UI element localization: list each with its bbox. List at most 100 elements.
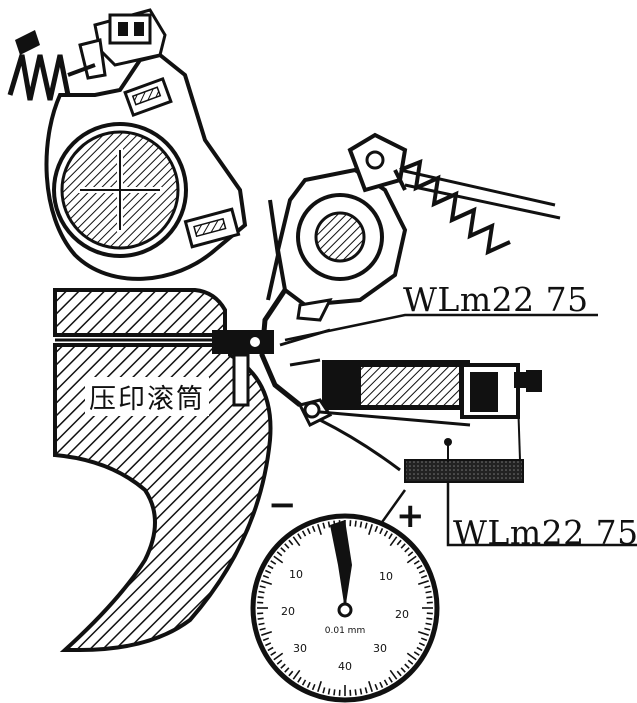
dial-tick bbox=[418, 642, 425, 647]
impression-cylinder bbox=[53, 288, 274, 652]
dial-tick bbox=[404, 547, 410, 553]
dial-tick bbox=[327, 521, 331, 528]
dial-tick bbox=[379, 528, 384, 535]
dial-tick bbox=[364, 522, 368, 529]
dial-tick bbox=[258, 590, 265, 594]
dial-tick bbox=[404, 663, 410, 669]
leader-lines bbox=[284, 313, 637, 547]
dial-tick bbox=[267, 564, 274, 570]
dial-tick bbox=[292, 669, 301, 680]
dial-tick bbox=[354, 689, 357, 696]
dial-tick bbox=[379, 681, 384, 688]
dial-tick bbox=[425, 622, 432, 626]
dial-tick bbox=[306, 681, 311, 688]
dial-tick bbox=[265, 569, 272, 574]
dial-tick bbox=[354, 520, 357, 527]
dial-tick bbox=[359, 521, 363, 528]
impression-cylinder-label: 压印滚筒 bbox=[85, 377, 209, 416]
dial-tick bbox=[406, 652, 417, 661]
upper-part-code-label: WLm22 75 bbox=[403, 280, 589, 319]
dial-tick bbox=[388, 676, 393, 683]
dial-tick bbox=[368, 680, 373, 692]
dial-tick bbox=[317, 680, 322, 692]
dial-tick bbox=[267, 646, 274, 652]
dial-tick bbox=[420, 637, 428, 642]
dial-tick bbox=[426, 596, 433, 599]
dial-tick bbox=[396, 670, 402, 677]
dial-tick bbox=[413, 560, 420, 565]
dial-tick bbox=[258, 622, 265, 626]
dial-tick bbox=[407, 659, 414, 665]
gripper-arm-assembly bbox=[259, 132, 561, 407]
dial-tick bbox=[301, 679, 307, 686]
dial-tick bbox=[413, 651, 420, 656]
dial-number: 30 bbox=[293, 642, 307, 655]
dial-tick bbox=[270, 651, 277, 656]
dial-tick bbox=[333, 689, 336, 696]
dial-number: 10 bbox=[379, 570, 393, 583]
dial-tick bbox=[259, 585, 266, 589]
dial-tick bbox=[400, 543, 406, 549]
dial-tick bbox=[273, 652, 284, 661]
dial-tick bbox=[262, 574, 270, 579]
dial-tick bbox=[288, 670, 294, 677]
dial-tick bbox=[388, 533, 393, 540]
dial-tick bbox=[418, 569, 425, 574]
dial-tick bbox=[416, 564, 423, 570]
dial-tick bbox=[273, 555, 284, 564]
dial-tick bbox=[276, 659, 283, 665]
dial-center-text: 0.01 mm bbox=[325, 626, 365, 636]
dial-tick bbox=[359, 688, 363, 695]
dial-tick bbox=[327, 688, 331, 695]
dial-tick bbox=[311, 525, 316, 533]
dial-tick bbox=[262, 637, 270, 642]
dial-tick bbox=[383, 679, 389, 686]
dial-tick bbox=[261, 580, 273, 585]
dial-tick bbox=[383, 530, 389, 537]
dial-tick bbox=[297, 676, 302, 683]
dial-tick bbox=[424, 585, 431, 589]
dial-tick bbox=[288, 539, 294, 546]
dial-tick bbox=[301, 530, 307, 537]
dial-tick bbox=[257, 596, 264, 599]
dial-tick bbox=[416, 646, 423, 652]
upper-cam-assembly bbox=[7, 8, 248, 281]
dial-tick bbox=[311, 683, 316, 691]
lower-part-code-label: WLm22 75 bbox=[453, 513, 637, 552]
dial-tick bbox=[292, 536, 301, 547]
dial-tick bbox=[280, 663, 286, 669]
dial-number: 20 bbox=[281, 605, 295, 618]
dial-tick bbox=[276, 551, 283, 557]
dial-number: 20 bbox=[395, 608, 409, 621]
dial-tick bbox=[297, 533, 302, 540]
dial-number: 30 bbox=[373, 642, 387, 655]
dial-tick bbox=[259, 627, 266, 631]
dial-tick bbox=[400, 667, 406, 673]
dial-tick bbox=[284, 543, 290, 549]
dial-tick bbox=[424, 627, 431, 631]
dial-tick bbox=[368, 524, 373, 536]
minus-sign: − bbox=[268, 485, 297, 525]
dial-tick bbox=[417, 631, 429, 636]
dial-tick bbox=[406, 555, 417, 564]
dial-tick bbox=[374, 683, 379, 691]
dial-tick bbox=[426, 617, 433, 620]
dial-tick bbox=[407, 551, 414, 557]
dial-tick bbox=[265, 642, 272, 647]
dial-number: 40 bbox=[338, 660, 352, 673]
dial-tick bbox=[417, 580, 429, 585]
dial-tick bbox=[389, 669, 398, 680]
dial-indicator: 10 20 30 40 10 20 30 0.01 mm bbox=[250, 513, 440, 703]
dial-tick bbox=[306, 528, 311, 535]
dial-tick bbox=[322, 522, 326, 529]
dial-tick bbox=[280, 547, 286, 553]
dial-tick bbox=[420, 574, 428, 579]
dial-tick bbox=[396, 539, 402, 546]
dial-tick bbox=[317, 524, 322, 536]
dial-tick bbox=[389, 536, 398, 547]
dial-tick bbox=[270, 560, 277, 565]
dial-tick bbox=[364, 687, 368, 694]
dial-tick bbox=[322, 687, 326, 694]
dial-tick bbox=[261, 631, 273, 636]
